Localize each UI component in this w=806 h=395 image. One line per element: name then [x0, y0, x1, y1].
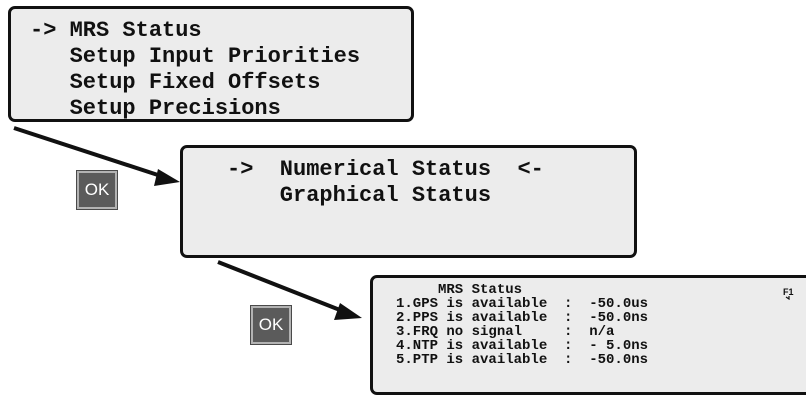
- arrow-screen2-to-screen3: [217, 260, 362, 320]
- f1-softkey-icon: F1: [783, 287, 794, 300]
- lcd-status-menu: -> Numerical Status <- Graphical Status: [180, 145, 637, 258]
- menu-item-numerical-status[interactable]: -> Numerical Status <-: [227, 157, 544, 182]
- status-row-gps: 1.GPS is available : -50.0us: [396, 296, 649, 312]
- svg-text:F1: F1: [783, 287, 794, 297]
- status-title: MRS Status: [396, 282, 523, 298]
- status-row-pps: 2.PPS is available : -50.0ns: [396, 310, 649, 326]
- status-row-ptp: 5.PTP is available : -50.0ns: [396, 352, 649, 368]
- status-row-ntp: 4.NTP is available : - 5.0ns: [396, 338, 649, 354]
- status-row-frq: 3.FRQ no signal : n/a: [396, 324, 615, 340]
- navigation-arrows: [13, 126, 362, 320]
- arrow-screen1-to-screen2: [13, 126, 180, 186]
- menu-item-setup-input-priorities[interactable]: Setup Input Priorities: [30, 44, 361, 69]
- lcd-mrs-status: MRS Status 1.GPS is available : -50.0us …: [370, 275, 806, 395]
- ok-button[interactable]: OK: [77, 171, 117, 209]
- menu-item-setup-precisions[interactable]: Setup Precisions: [30, 96, 281, 121]
- menu-item-setup-fixed-offsets[interactable]: Setup Fixed Offsets: [30, 70, 321, 95]
- menu-item-mrs-status[interactable]: -> MRS Status <-: [30, 18, 414, 43]
- ok-button[interactable]: OK: [251, 306, 291, 344]
- lcd-main-menu: -> MRS Status <- Setup Input Priorities …: [8, 6, 414, 122]
- menu-item-graphical-status[interactable]: Graphical Status: [227, 183, 492, 208]
